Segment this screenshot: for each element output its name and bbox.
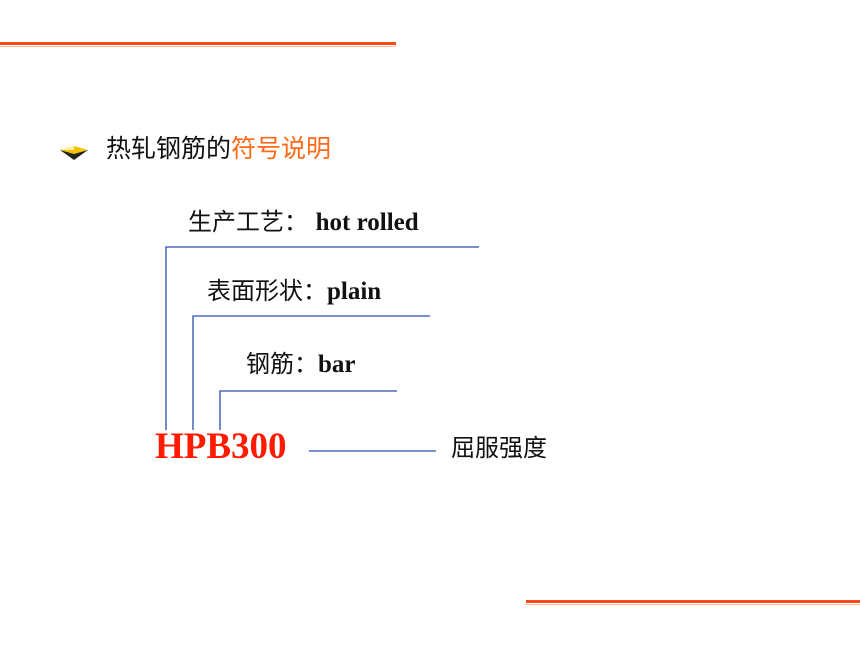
rebar-grade-code: HPB300	[155, 426, 287, 467]
connector-surface	[192, 315, 430, 430]
heading-prefix: 热轧钢筋的	[106, 134, 232, 163]
label-bar-cn: 钢筋：	[246, 350, 318, 378]
label-yield-strength: 屈服强度	[451, 434, 547, 462]
connector-bar	[219, 390, 397, 430]
label-process-en: hot rolled	[315, 209, 419, 236]
label-surface-shape: 表面形状：plain	[207, 276, 381, 307]
connector-process	[165, 246, 479, 430]
label-surface-cn: 表面形状：	[207, 277, 327, 305]
label-surface-en: plain	[327, 278, 382, 305]
bottom-decorative-rule	[526, 600, 860, 605]
label-process-cn: 生产工艺：	[188, 208, 308, 236]
label-bar-en: bar	[318, 351, 356, 378]
top-decorative-rule	[0, 42, 396, 47]
label-steel-bar: 钢筋：bar	[246, 349, 356, 380]
slide-heading: 热轧钢筋的符号说明	[106, 133, 331, 165]
heading-highlight: 符号说明	[231, 134, 332, 163]
label-production-process: 生产工艺： hot rolled	[188, 207, 419, 238]
diamond-arrow-bullet-icon	[60, 146, 88, 160]
